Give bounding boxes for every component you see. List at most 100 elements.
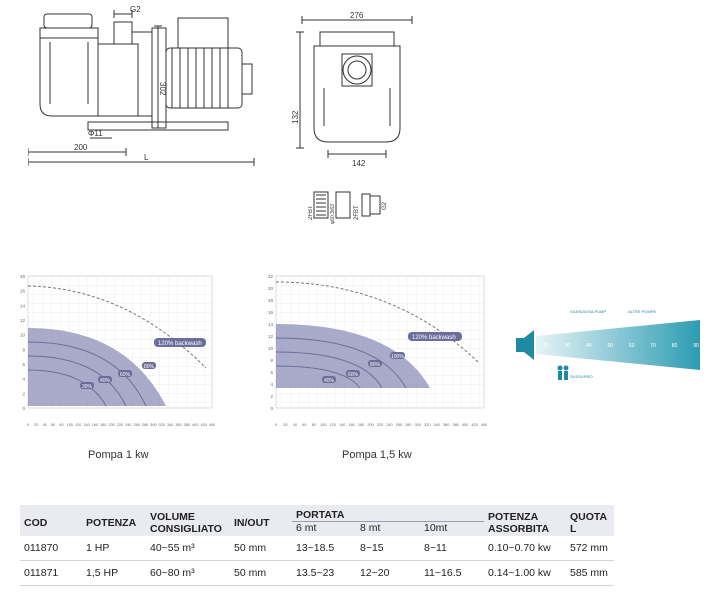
cell-p6: 13~18.5 [292,536,356,561]
col-inout: IN/OUT [230,505,292,536]
y-tick-label: 8 [22,347,25,352]
noise-value-label: 90 [693,343,699,349]
x-tick-label: 60 [302,423,306,427]
y-tick-label: 0 [270,406,273,411]
fitting-label-a: 2FBT [308,205,314,220]
pompa1-curve-label: 120% backwash [158,341,202,347]
cell-p8: 8~15 [356,536,420,561]
x-tick-label: 300 [150,423,156,427]
x-tick-label: 60 [51,423,55,427]
y-tick-label: 10 [20,333,26,338]
cell-assorbita: 0.10~0.70 kw [484,536,566,561]
y-tick-label: 16 [268,310,274,315]
x-tick-label: 240 [386,423,392,427]
x-tick-label: 340 [434,423,440,427]
fitting-label-c: 2FBT [354,205,360,220]
cell-assorbita: 0.14~1.00 kw [484,560,566,586]
dim-g2-top: G2 [130,5,141,14]
cell-inout: 50 mm [230,560,292,586]
x-tick-label: 0 [275,423,277,427]
pompa15-tag-80: 80% [370,362,381,368]
cell-p10: 8~11 [420,536,484,561]
y-tick-label: 6 [22,362,25,367]
x-tick-label: 360 [175,423,181,427]
x-tick-label: 280 [405,423,411,427]
x-tick-label: 380 [184,423,190,427]
x-tick-label: 420 [200,423,206,427]
y-tick-label: 12 [20,318,26,323]
y-tick-label: 18 [268,298,274,303]
cell-quota: 572 mm [566,536,614,561]
y-tick-label: 4 [22,377,25,382]
x-tick-label: 240 [125,423,131,427]
noise-value-label: 70 [650,343,656,349]
x-tick-label: 160 [92,423,98,427]
noise-label-silenziosa: SILENZIOSA PUMP [570,309,606,314]
noise-value-label: 20 [543,343,549,349]
noise-label-sussurro: SUSSURRO [570,374,593,379]
pompa-1kw-performance-chart: 120% backwash 80% 60% 40% 30% 0246810121… [20,274,215,427]
col-cod: COD [20,505,82,536]
noise-value-label: 40 [586,343,592,349]
y-tick-label: 12 [268,334,274,339]
pompa-15kw-caption: Pompa 1,5 kw [342,449,412,461]
x-tick-label: 420 [471,423,477,427]
y-tick-label: 18 [20,274,26,279]
whisper-people-icon [557,365,569,380]
y-tick-label: 2 [22,391,25,396]
cell-p6: 13.5~23 [292,560,356,586]
pompa15-curve-label: 120% backwash [412,335,456,341]
x-tick-label: 340 [167,423,173,427]
col-portata-10mt: 10mt [420,521,484,536]
table-row: 011871 1,5 HP 60~80 m³ 50 mm 13.5~23 12~… [20,560,614,586]
x-tick-label: 20 [34,423,38,427]
dim-142: 142 [352,159,366,168]
speaker-icon [516,338,524,352]
x-tick-label: 200 [108,423,114,427]
cell-quota: 585 mm [566,560,614,586]
x-tick-label: 120 [330,423,336,427]
fitting-label-d: G2 [382,201,388,210]
y-tick-label: 22 [268,274,274,279]
pump-side-view-drawing: G2 302 Φ11 200 L [28,5,255,166]
dim-276: 276 [350,11,364,20]
x-tick-label: 440 [481,423,487,427]
cell-potenza: 1,5 HP [82,560,146,586]
dim-200: 200 [74,143,88,152]
x-tick-label: 220 [377,423,383,427]
y-tick-label: 2 [270,394,273,399]
pompa1-tag-60: 60% [120,372,131,378]
x-tick-label: 280 [142,423,148,427]
x-tick-label: 100 [320,423,326,427]
pompa1-tag-30: 30% [82,384,93,390]
x-tick-label: 100 [67,423,73,427]
x-tick-label: 320 [424,423,430,427]
col-quota: QUOTA L [566,505,614,536]
x-tick-label: 320 [159,423,165,427]
cell-potenza: 1 HP [82,536,146,561]
cell-inout: 50 mm [230,536,292,561]
col-portata: PORTATA [292,505,484,522]
pompa-15kw-performance-chart: 120% backwash 100% 80% 60% 40% 024681012… [268,274,487,427]
cell-cod: 011870 [20,536,82,561]
fitting-label-b: φ60.3/63 [330,204,336,224]
dim-132: 132 [291,110,300,124]
cell-p8: 12~20 [356,560,420,586]
x-tick-label: 140 [339,423,345,427]
x-tick-label: 220 [117,423,123,427]
x-tick-label: 360 [443,423,449,427]
x-tick-label: 20 [283,423,287,427]
noise-value-label: 60 [629,343,635,349]
cell-volume: 60~80 m³ [146,560,230,586]
x-tick-label: 120 [75,423,81,427]
x-tick-label: 180 [358,423,364,427]
y-tick-label: 16 [20,289,26,294]
pump-front-view-drawing: 276 132 142 [291,11,413,168]
y-tick-label: 20 [268,286,274,291]
y-tick-label: 8 [270,358,273,363]
